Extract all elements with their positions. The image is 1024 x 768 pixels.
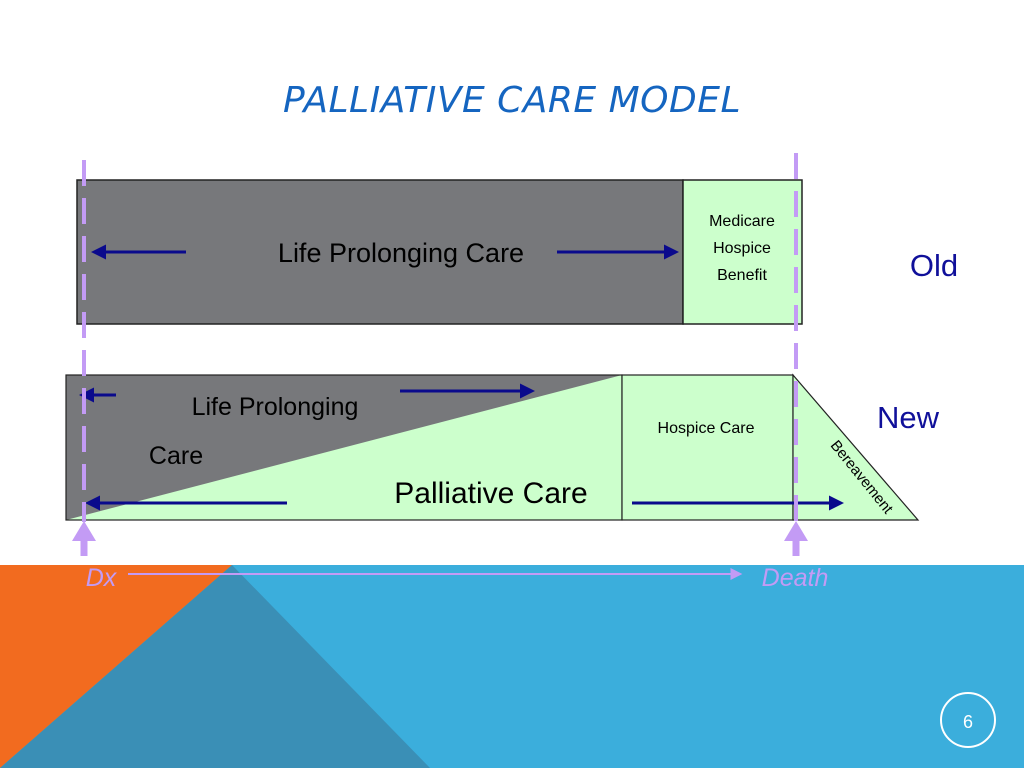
new-life-prolonging-line1: Life Prolonging bbox=[192, 393, 359, 421]
dx-up-arrow-head bbox=[72, 521, 96, 541]
hospice-care-label: Hospice Care bbox=[658, 420, 755, 437]
page-number-badge: 6 bbox=[940, 692, 996, 748]
death-up-arrow-head bbox=[784, 521, 808, 541]
palliative-care-label: Palliative Care bbox=[394, 477, 587, 510]
slide-title: PALLIATIVE CARE MODEL bbox=[282, 80, 742, 121]
bereavement-triangle bbox=[792, 373, 920, 521]
steel-triangle bbox=[0, 565, 430, 768]
old-life-prolonging-label: Life Prolonging Care bbox=[278, 238, 524, 268]
old-benefit-line1: Medicare bbox=[709, 213, 775, 230]
new-row-label: New bbox=[877, 400, 940, 435]
old-row-label: Old bbox=[910, 248, 958, 283]
old-hospice-benefit-box bbox=[682, 179, 803, 325]
death-label: Death bbox=[762, 564, 829, 592]
new-life-prolonging-line2: Care bbox=[149, 442, 203, 470]
new-hospice-box bbox=[621, 374, 794, 521]
old-benefit-line2: Hospice bbox=[713, 240, 771, 257]
old-benefit-line3: Benefit bbox=[717, 267, 767, 284]
dx-label: Dx bbox=[86, 564, 118, 592]
new-palliative-wedge bbox=[66, 375, 622, 520]
